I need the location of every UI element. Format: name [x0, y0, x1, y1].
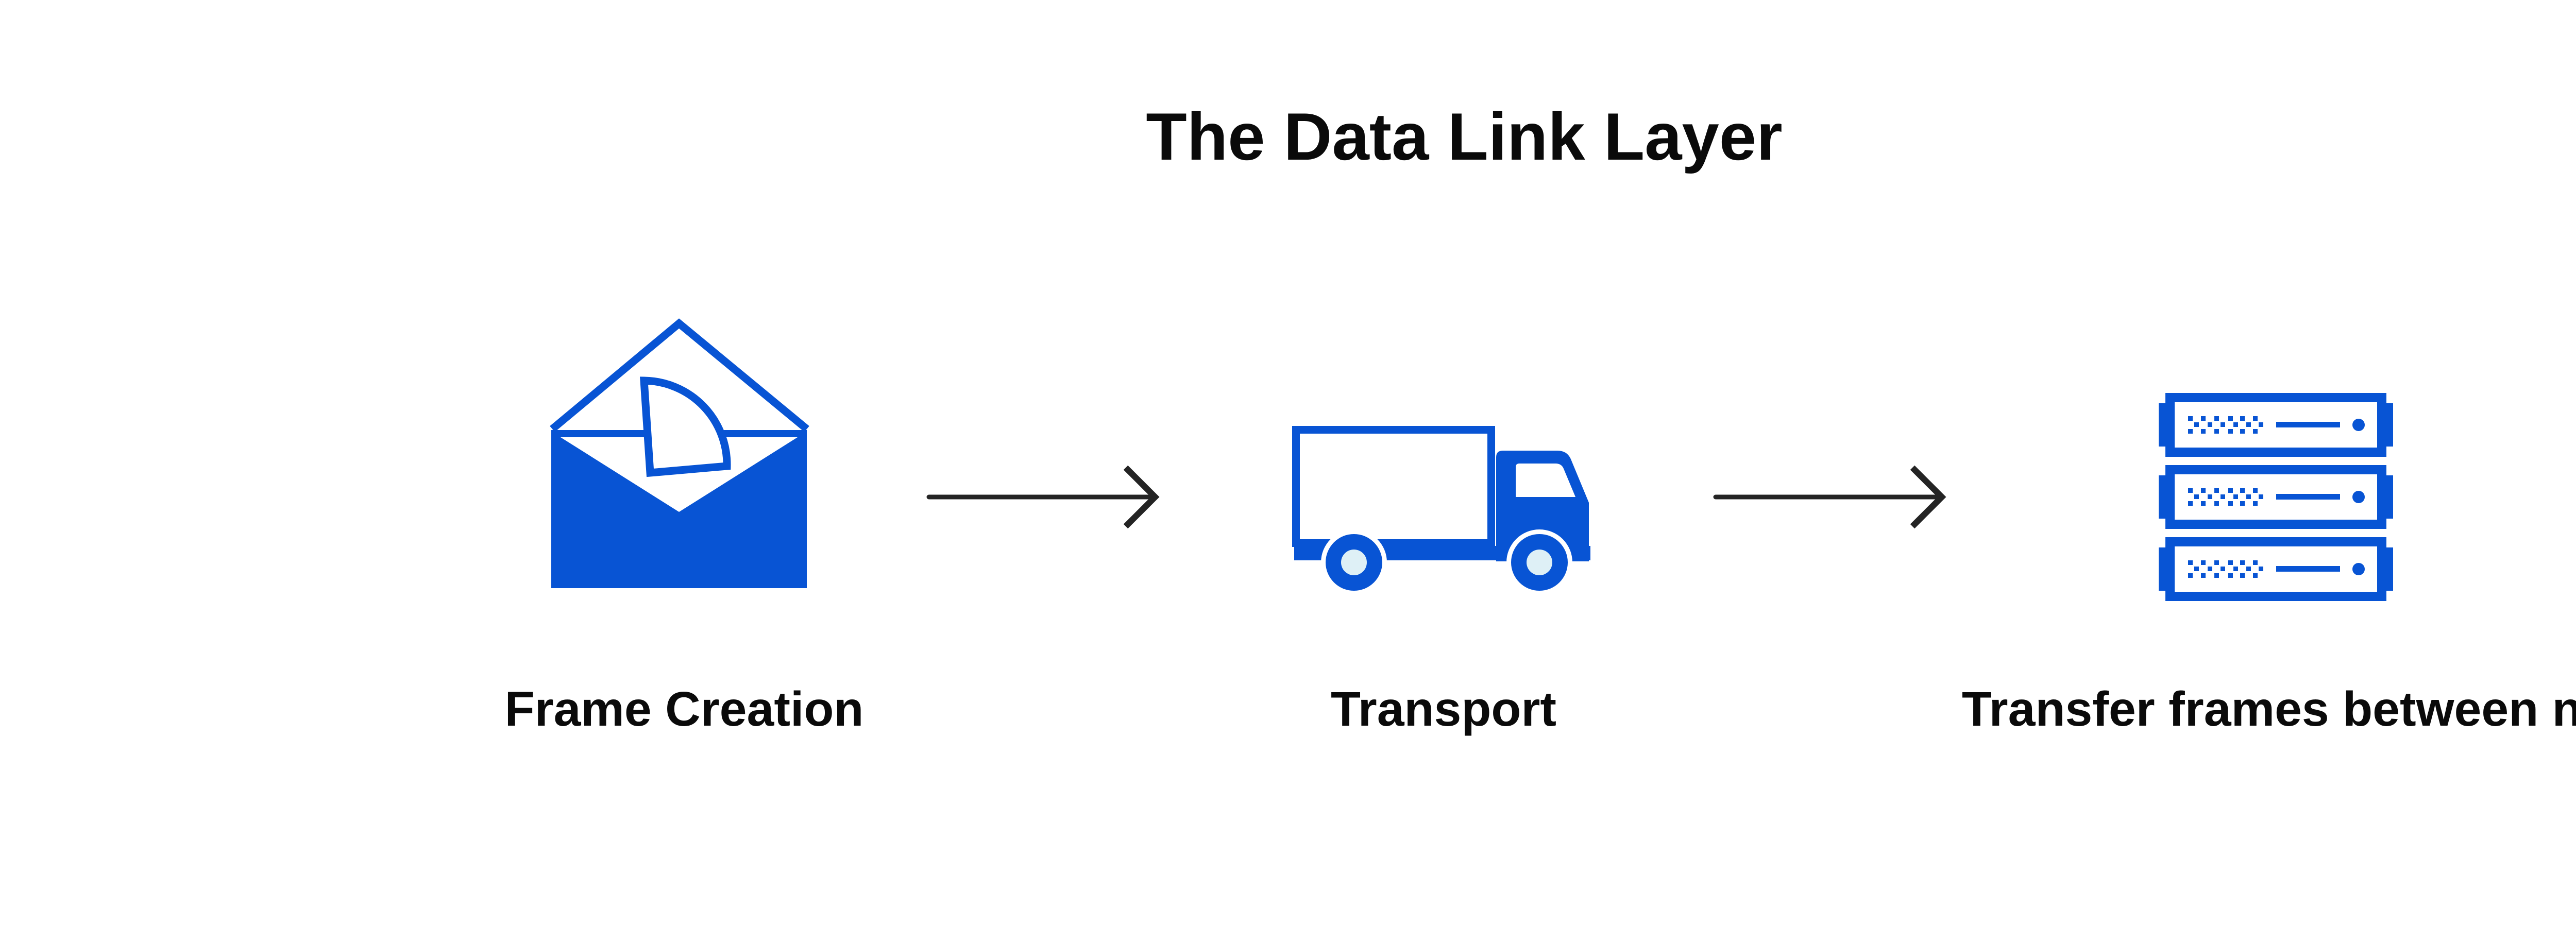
truck-window — [1516, 464, 1575, 497]
server-stack-icon — [2159, 393, 2393, 601]
truck-cargo-box — [1292, 426, 1495, 547]
server-unit — [2159, 537, 2393, 601]
step-label-transfer: Transfer frames between net — [1961, 682, 2576, 736]
envelope-inner-v — [561, 437, 798, 512]
arrow-right-icon — [1713, 465, 1946, 529]
envelope-letter-icon — [550, 318, 809, 588]
step-label-frame-creation: Frame Creation — [504, 682, 864, 736]
truck-rear-wheel — [1321, 529, 1387, 595]
delivery-truck-icon — [1292, 426, 1590, 595]
truck-front-wheel — [1506, 529, 1572, 595]
step-label-transport: Transport — [1330, 682, 1557, 736]
arrow-right-icon — [926, 465, 1160, 529]
letter-fin — [639, 376, 731, 477]
server-unit — [2159, 393, 2393, 457]
arrow-head — [1123, 465, 1160, 529]
arrow-head — [1910, 465, 1946, 529]
envelope-flap-outline — [550, 318, 809, 432]
page-title: The Data Link Layer — [1146, 99, 1783, 174]
server-unit — [2159, 465, 2393, 529]
